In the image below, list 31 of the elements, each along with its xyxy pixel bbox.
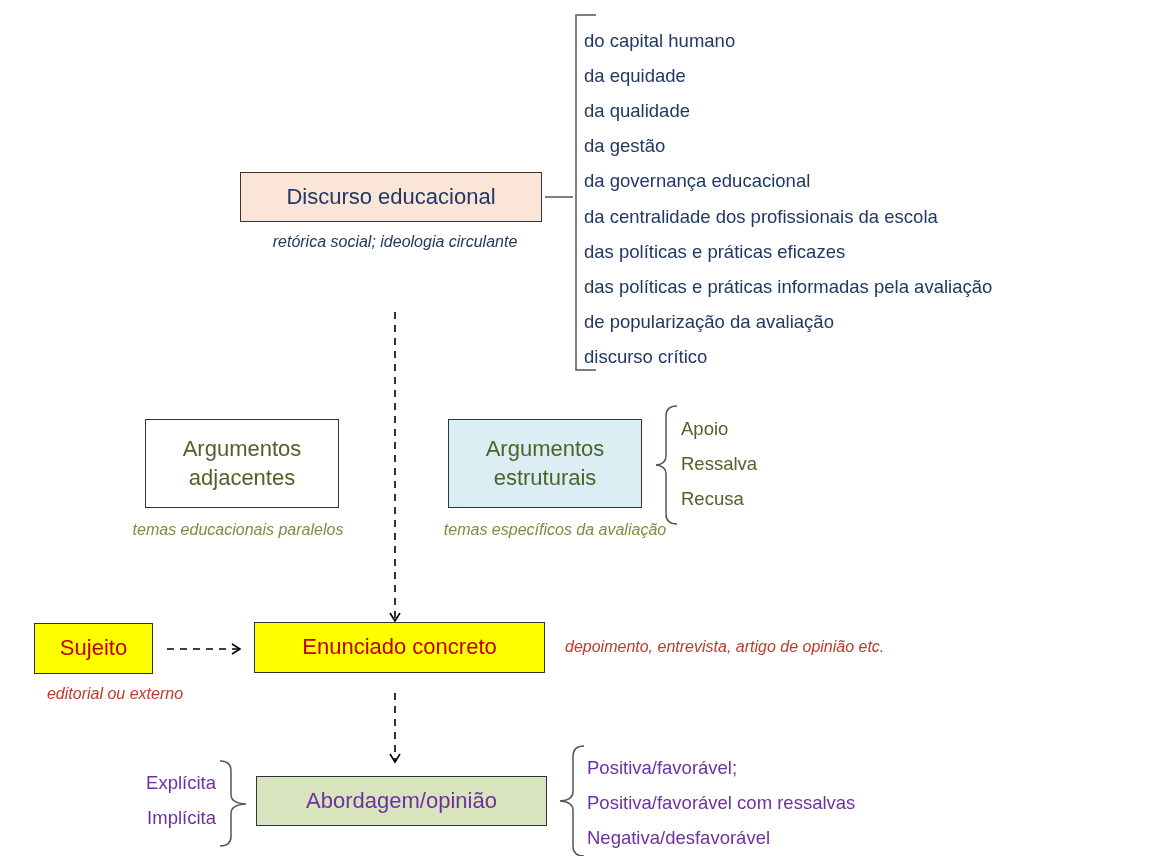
list-item: Negativa/desfavorável xyxy=(587,827,771,849)
node-caption: editorial ou externo xyxy=(45,684,185,704)
list-item: da governança educacional xyxy=(584,170,811,193)
list-item: Apoio xyxy=(681,418,729,440)
list-item: de popularização da avaliação xyxy=(584,310,834,333)
node-caption: depoimento, entrevista, artigo de opinião etc. xyxy=(565,637,886,657)
node-caption: retórica social; ideologia circulante xyxy=(271,232,519,252)
arrow xyxy=(389,692,401,763)
list-item: Explícita xyxy=(146,772,216,794)
list-item: Positiva/favorável com ressalvas xyxy=(587,792,856,814)
node-caption: temas específicos da avaliação xyxy=(442,520,668,540)
list-item: do capital humano xyxy=(584,30,736,52)
process-box: Abordagem/opinião xyxy=(256,776,547,826)
arrow xyxy=(166,643,241,655)
list-item: discurso crítico xyxy=(584,345,708,368)
list-item: Implícita xyxy=(147,807,216,829)
process-box: Argumentos adjacentes xyxy=(145,419,339,508)
process-box: Argumentos estruturais xyxy=(448,419,642,508)
list-item: Recusa xyxy=(681,488,744,510)
node-caption: temas educacionais paralelos xyxy=(131,520,345,540)
list-item: da equidade xyxy=(584,65,686,88)
list-item: da gestão xyxy=(584,135,666,158)
list-item: das políticas e práticas eficazes xyxy=(584,240,846,263)
process-box: Discurso educacional xyxy=(240,172,542,222)
process-box: Enunciado concreto xyxy=(254,622,545,673)
process-box: Sujeito xyxy=(34,623,153,674)
list-item: Ressalva xyxy=(681,453,758,475)
list-item: da qualidade xyxy=(584,100,690,123)
list-item: das políticas e práticas informadas pela avaliação xyxy=(584,275,993,298)
list-item: Positiva/favorável; xyxy=(587,757,738,779)
list-item: da centralidade dos profissionais da escola xyxy=(584,205,938,228)
